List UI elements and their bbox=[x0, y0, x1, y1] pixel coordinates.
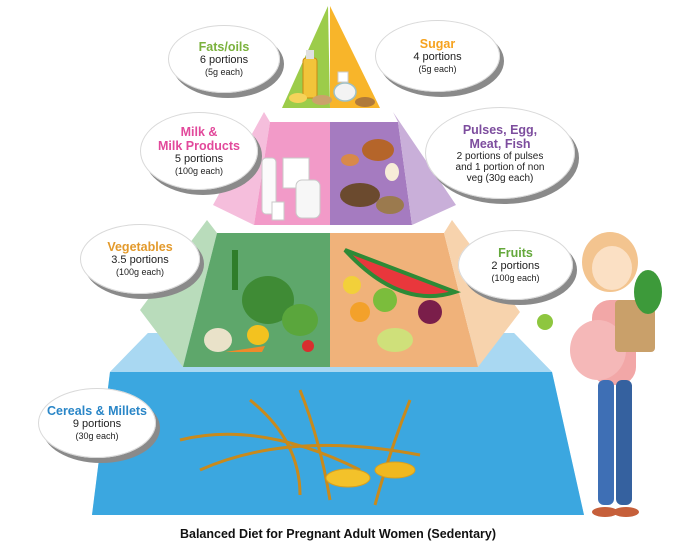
pulses-title: Pulses, Egg, bbox=[462, 122, 538, 137]
milk-size: (100g each) bbox=[174, 166, 224, 176]
vegetables-title: Vegetables bbox=[107, 240, 173, 254]
vegetables-bubble: Vegetables 3.5 portions (100g each) bbox=[80, 224, 200, 294]
sugar-bowl-icon bbox=[333, 71, 375, 107]
fruits-icon bbox=[343, 248, 461, 352]
vegetables-icon bbox=[204, 250, 318, 352]
fruits-bubble: Fruits 2 portions (100g each) bbox=[458, 230, 573, 300]
fats-size: (5g each) bbox=[204, 67, 244, 77]
sugar-portions: 4 portions bbox=[413, 51, 462, 63]
grains-icon bbox=[179, 389, 421, 506]
milk-bottles-icon bbox=[261, 157, 321, 221]
pulses-tier-right-side bbox=[393, 112, 456, 225]
pulses-bubble: Pulses, Egg, Meat, Fish 2 portions of pu… bbox=[425, 107, 575, 199]
fats-title: Fats/oils bbox=[198, 40, 250, 54]
pulses-line-1: 2 portions of pulses bbox=[456, 150, 544, 162]
milk-bubble: Milk & Milk Products 5 portions (100g ea… bbox=[140, 112, 258, 190]
sugar-size: (5g each) bbox=[418, 64, 457, 74]
milk-portions: 5 portions bbox=[174, 153, 224, 165]
pulses-line-2: and 1 portion of non bbox=[455, 161, 545, 173]
sugar-title: Sugar bbox=[419, 37, 456, 51]
pulses-title-2: Meat, Fish bbox=[469, 136, 531, 151]
sugar-bubble: Sugar 4 portions (5g each) bbox=[375, 20, 500, 92]
pregnant-woman-illustration bbox=[537, 232, 662, 517]
milk-title-2: Milk Products bbox=[158, 139, 240, 153]
cereals-portions: 9 portions bbox=[72, 418, 122, 430]
cereals-bubble: Cereals & Millets 9 portions (30g each) bbox=[38, 388, 156, 458]
diagram-caption: Balanced Diet for Pregnant Adult Women (… bbox=[179, 527, 496, 541]
vegetables-portions: 3.5 portions bbox=[111, 254, 169, 266]
cereals-size: (30g each) bbox=[75, 431, 119, 441]
cereal-tier-face bbox=[92, 372, 584, 515]
fats-oils-bubble: Fats/oils 6 portions (5g each) bbox=[168, 25, 280, 93]
cereals-title: Cereals & Millets bbox=[46, 404, 148, 418]
fruits-title: Fruits bbox=[498, 246, 533, 260]
fats-portions: 6 portions bbox=[199, 54, 249, 66]
fruits-size: (100g each) bbox=[491, 273, 540, 283]
milk-title: Milk & bbox=[180, 125, 218, 139]
pulses-line-3: veg (30g each) bbox=[466, 172, 534, 184]
oil-bottle-icon bbox=[289, 50, 332, 105]
fruits-portions: 2 portions bbox=[491, 260, 540, 272]
meat-egg-fish-icon bbox=[340, 139, 404, 214]
vegetables-size: (100g each) bbox=[115, 267, 165, 277]
